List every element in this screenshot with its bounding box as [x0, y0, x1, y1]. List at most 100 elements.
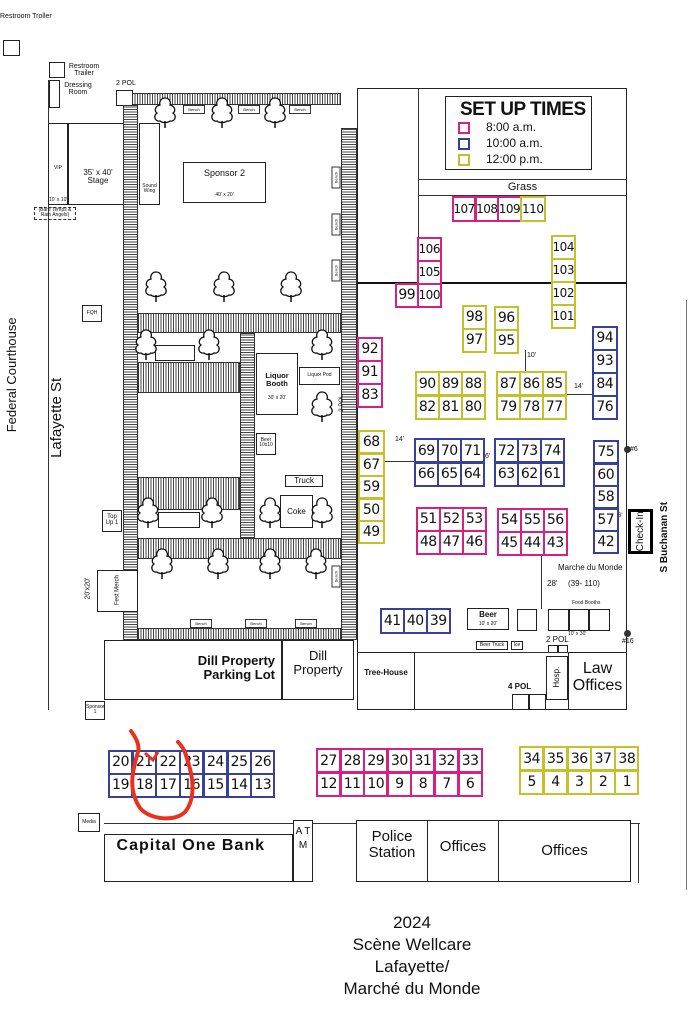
planter: [158, 512, 200, 528]
booth-37: 37: [590, 746, 616, 771]
atm-label: A T M: [295, 826, 311, 851]
dressing-room: [49, 80, 60, 108]
booth-19: 19: [108, 773, 134, 798]
booth-82: 82: [415, 394, 440, 420]
divider: [418, 179, 627, 180]
ice: Ice: [511, 641, 523, 650]
booth-86: 86: [519, 371, 544, 396]
sponsor-1-booth: Sponsor 1: [85, 701, 105, 720]
booth-105: 105: [417, 260, 442, 285]
fqh-label: FQH: [86, 310, 98, 316]
walkway: [341, 128, 357, 640]
media-label: Media: [82, 819, 96, 825]
food-booth: [517, 609, 537, 631]
booth-9: 9: [386, 771, 412, 797]
booth-76: 76: [592, 395, 618, 420]
walkway: [138, 628, 341, 640]
booth-23: 23: [179, 750, 205, 775]
top-up-label: Top Up 1: [105, 514, 119, 527]
bench: Bench: [238, 105, 260, 114]
booth-89: 89: [438, 371, 463, 396]
federal-courthouse-label: Federal Courthouse: [4, 317, 20, 433]
tree-icon: [201, 497, 223, 528]
booth-6: 6: [457, 771, 483, 797]
booth-106: 106: [417, 237, 442, 262]
restroom-trailer: [49, 62, 65, 78]
tree-icon: [151, 548, 173, 579]
booth-99: 99: [395, 283, 419, 308]
booth-53: 53: [462, 507, 487, 532]
booth-71: 71: [460, 438, 485, 463]
booth-36: 36: [566, 746, 592, 771]
booth-30: 30: [386, 748, 412, 773]
liquor-booth-size: 30' x 20': [267, 395, 287, 401]
tree-icon: [259, 548, 281, 579]
distance-label: 6': [618, 513, 623, 519]
street-line-buchanan: [686, 300, 687, 890]
top-up-booth: Top Up 1: [102, 510, 122, 532]
booth-59: 59: [358, 475, 385, 500]
sponsor-2-booth: Sponsor 2 40' x 20': [183, 162, 266, 203]
bench: Bench: [331, 213, 341, 236]
booth-39: 39: [426, 608, 451, 634]
pol-label: 2 POL: [338, 394, 345, 412]
beer-booth-label: Beer: [479, 610, 497, 619]
booth-108: 108: [474, 196, 499, 222]
booth-88: 88: [461, 371, 486, 396]
booth-1: 1: [614, 769, 640, 795]
booth-10: 10: [363, 771, 389, 797]
distance-label: 10': [527, 352, 537, 359]
title-line2: Lafayette/: [374, 957, 450, 977]
legend-label: 8:00 a.m.: [486, 120, 537, 134]
legend-title: SET UP TIMES: [460, 99, 586, 120]
dressing-room-label: Dressing Room: [64, 82, 92, 97]
booth-45: 45: [497, 531, 522, 556]
beer-booth-large: Beer 10' x 20': [467, 608, 509, 630]
booth-38: 38: [614, 746, 640, 771]
fqh-box: FQH: [82, 305, 102, 322]
booth-4: 4: [542, 769, 569, 795]
truck-label: Truck: [294, 476, 314, 485]
tree-icon: [211, 97, 233, 128]
capital-one-bank: Capital One Bank: [104, 834, 293, 882]
restroom-troller-label: Restroom Troller: [0, 13, 52, 20]
booth-20: 20: [108, 750, 134, 775]
sponsor-1-label: Sponsor 1: [86, 704, 105, 716]
street-line-lafayette: [48, 80, 49, 710]
booth-8: 8: [410, 771, 436, 797]
food-booth: [548, 609, 569, 631]
divider: [638, 823, 639, 883]
booth-49: 49: [358, 520, 385, 545]
utility-marker-icon: [624, 446, 631, 453]
tree-icon: [264, 97, 286, 128]
bench: Bench: [331, 259, 341, 282]
booth-18: 18: [131, 773, 157, 798]
booth-35: 35: [542, 746, 569, 771]
divider: [357, 282, 627, 284]
pol-label: 4 POL: [508, 682, 532, 691]
law-offices: Law Offices: [568, 652, 627, 710]
booth-101: 101: [551, 304, 576, 329]
fest-merch-booth: Fest Merch: [97, 570, 138, 612]
bench: Bench: [183, 105, 205, 114]
tree-icon: [311, 391, 333, 422]
booth-15: 15: [202, 773, 228, 798]
booth-55: 55: [520, 508, 545, 533]
beer-booth-small-label: Beer 10x10: [259, 437, 273, 449]
booth-58: 58: [593, 485, 619, 510]
booth-34: 34: [519, 746, 545, 771]
booth-29: 29: [363, 748, 389, 773]
marker-6: #6: [630, 446, 638, 453]
booth-25: 25: [226, 750, 252, 775]
tree-icon: [145, 271, 167, 302]
booth-70: 70: [437, 438, 462, 463]
booth-62: 62: [517, 461, 542, 487]
booth-94: 94: [592, 326, 618, 351]
booth-95: 95: [494, 329, 519, 354]
booth-87: 87: [496, 371, 521, 396]
tree-icon: [154, 97, 176, 128]
tree-house-label: Tree-House: [364, 668, 408, 677]
grass-label: Grass: [507, 181, 538, 193]
booth-44: 44: [520, 531, 545, 556]
food-booths-size: 10' x 30': [568, 631, 587, 637]
